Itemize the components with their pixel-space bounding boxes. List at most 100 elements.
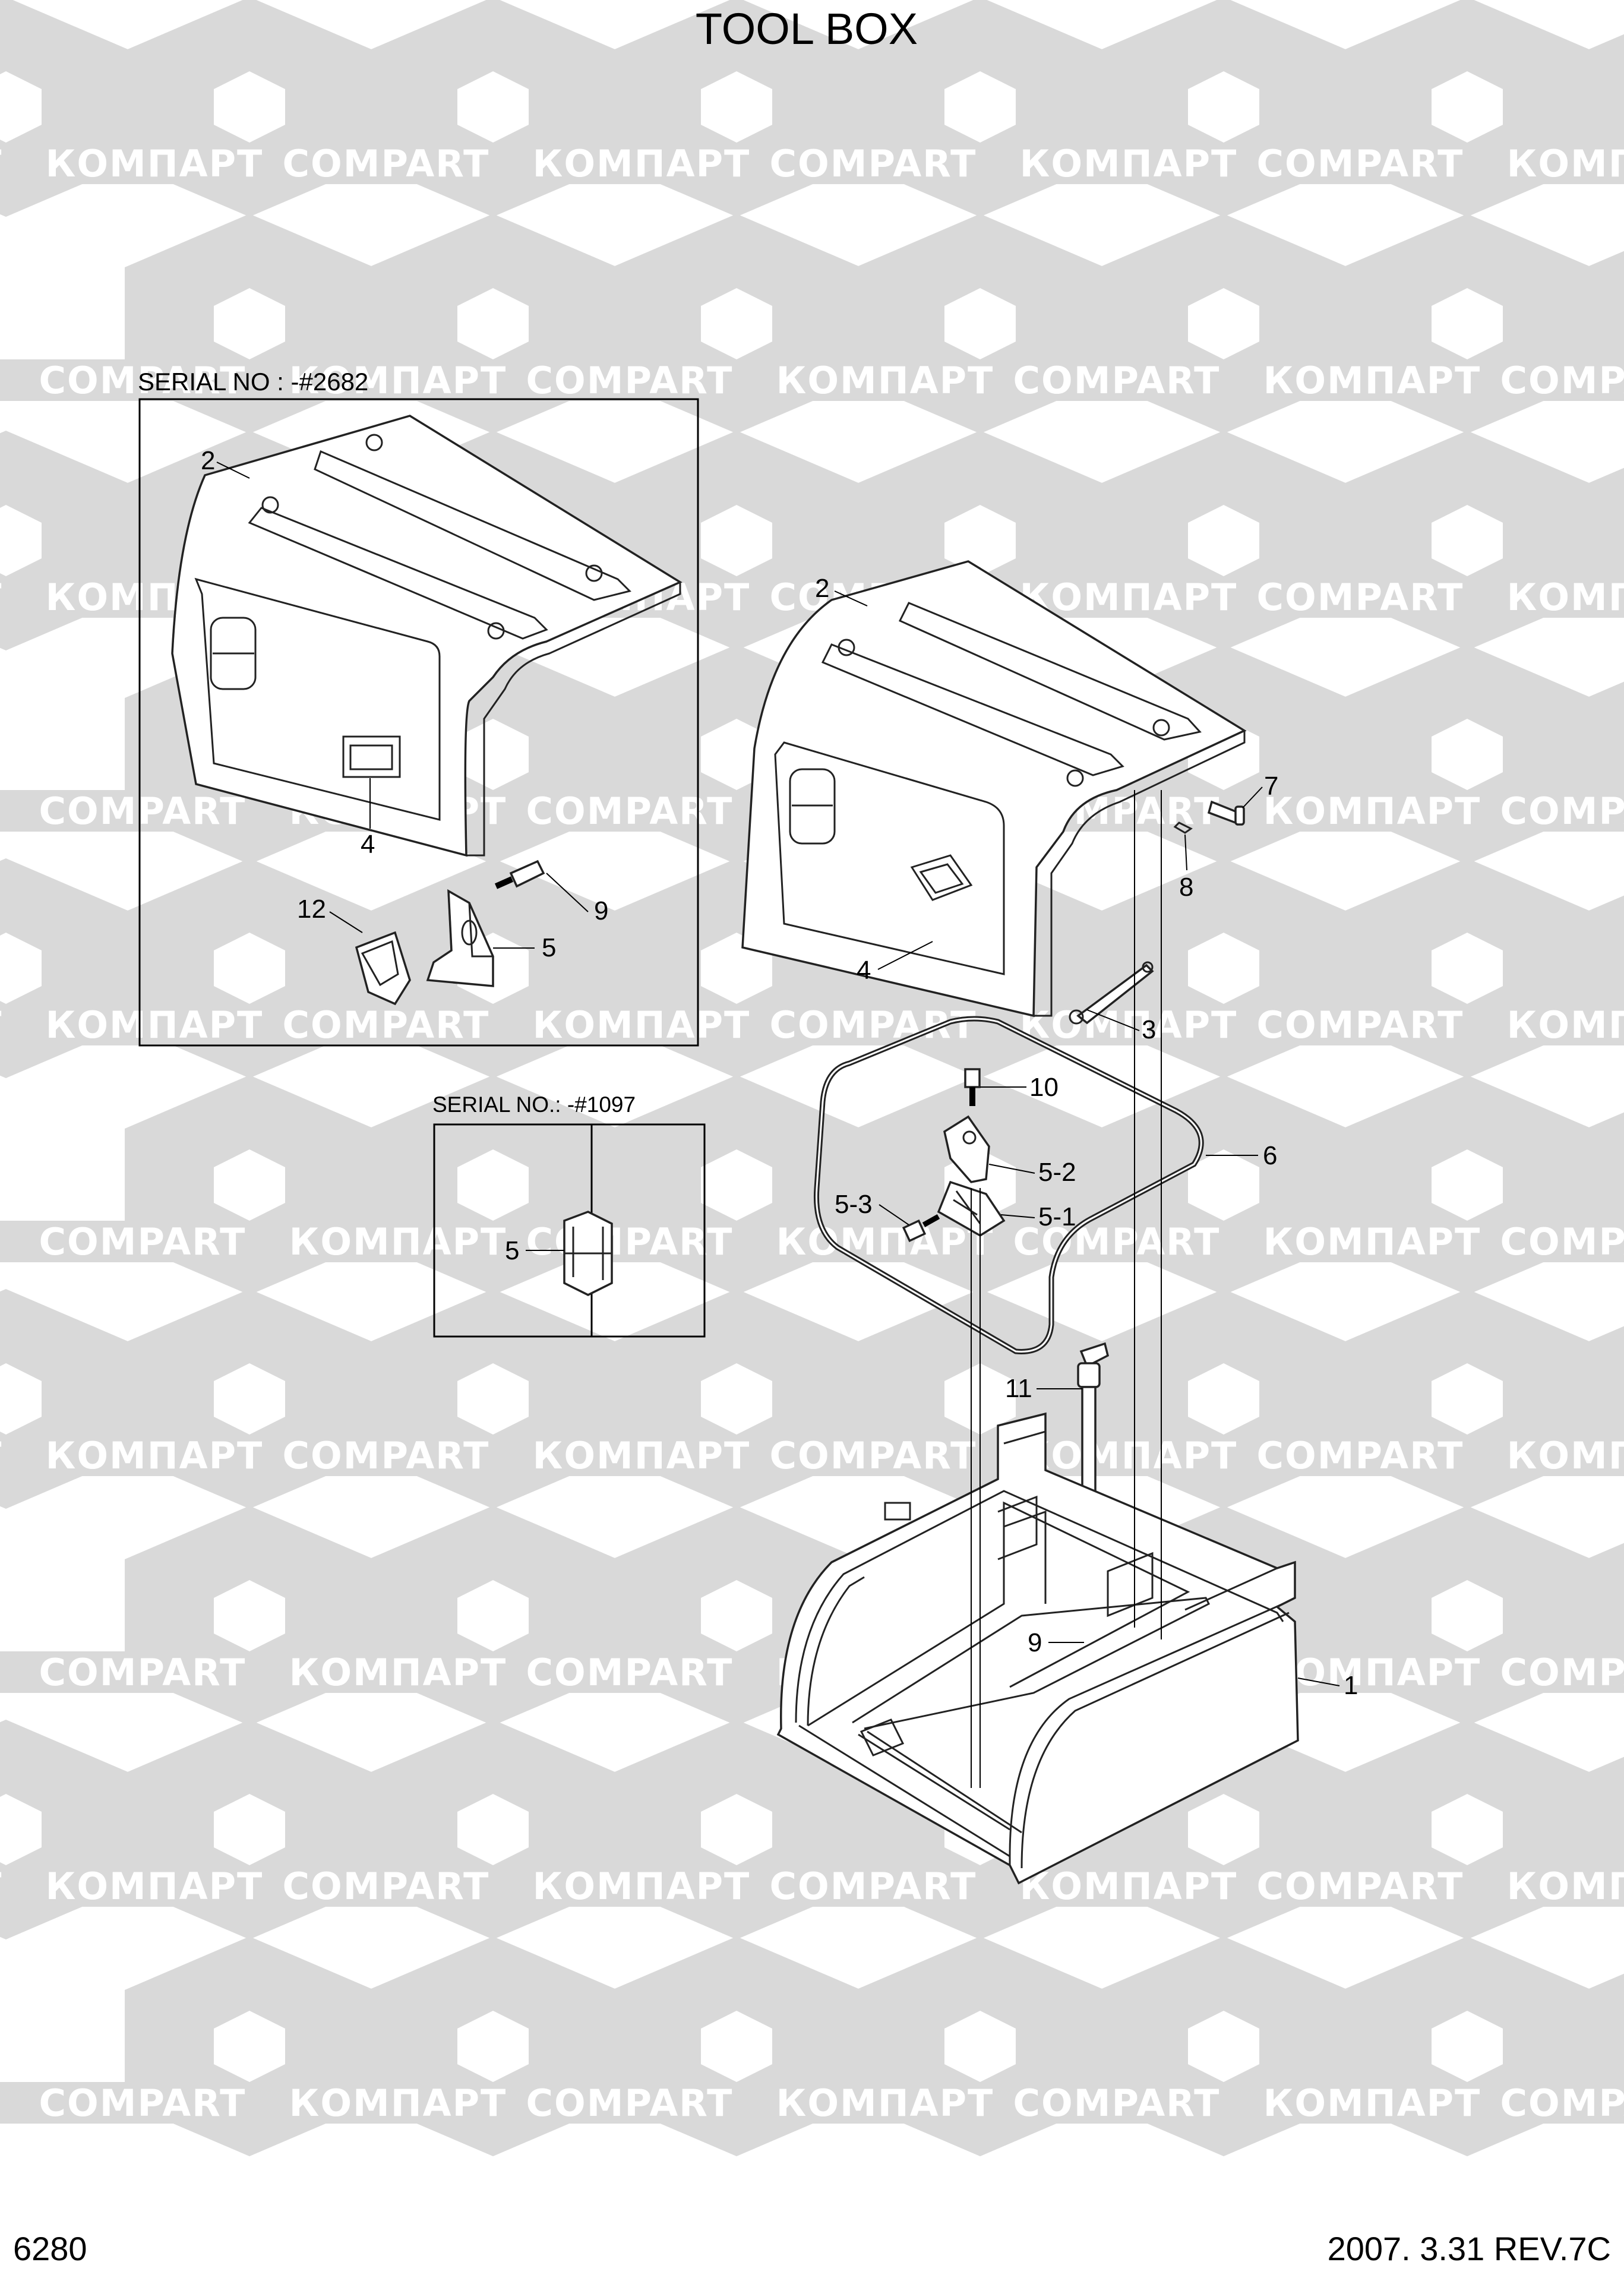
seal-6-part <box>813 1016 1204 1354</box>
callout-10: 10 <box>1029 1073 1059 1102</box>
svg-text:КОМПАРТ: КОМПАРТ <box>1507 576 1624 619</box>
svg-text:COMPART: COMPART <box>1257 1865 1464 1908</box>
svg-text:COMPART: COMPART <box>0 576 2 619</box>
svg-text:КОМПАРТ: КОМПАРТ <box>46 1434 264 1477</box>
callout-7: 7 <box>1264 772 1278 801</box>
svg-text:COMPART: COMPART <box>283 1434 490 1477</box>
bracket-12-part <box>355 931 411 1006</box>
svg-text:КОМПАРТ: КОМПАРТ <box>46 142 264 185</box>
svg-text:КОМПАРТ: КОМПАРТ <box>1263 789 1481 833</box>
callout-9: 9 <box>1028 1628 1042 1657</box>
svg-text:COMPART: COMPART <box>0 1865 2 1908</box>
svg-text:COMPART: COMPART <box>1500 2081 1624 2125</box>
svg-text:COMPART: COMPART <box>770 1434 977 1477</box>
callout-6: 6 <box>1263 1141 1277 1170</box>
callout-5: 5 <box>505 1236 519 1265</box>
callout-12: 12 <box>297 895 326 924</box>
callout-4: 4 <box>857 956 871 985</box>
svg-text:COMPART: COMPART <box>770 1865 977 1908</box>
inset-serial-2682: SERIAL NO : -#2682 <box>138 368 699 1047</box>
callout-5: 5 <box>542 933 556 962</box>
svg-text:КОМПАРТ: КОМПАРТ <box>1020 1003 1238 1047</box>
svg-text:COMPART: COMPART <box>283 142 490 185</box>
svg-text:COMPART: COMPART <box>1257 1434 1464 1477</box>
svg-text:КОМПАРТ: КОМПАРТ <box>1020 142 1238 185</box>
svg-text:COMPART: COMPART <box>283 1003 490 1047</box>
svg-text:КОМПАРТ: КОМПАРТ <box>289 359 507 402</box>
inset-serial-label: SERIAL NO.: -#1097 <box>432 1092 636 1117</box>
callout-5-1: 5-1 <box>1038 1202 1076 1231</box>
page-title: TOOL BOX <box>696 4 918 53</box>
tool-box-cover-part <box>171 415 683 857</box>
svg-text:COMPART: COMPART <box>39 1220 247 1263</box>
svg-text:КОМПАРТ: КОМПАРТ <box>1263 1651 1481 1694</box>
svg-text:КОМПАРТ: КОМПАРТ <box>1507 1865 1624 1908</box>
svg-text:COMPART: COMPART <box>1013 359 1221 402</box>
svg-text:КОМПАРТ: КОМПАРТ <box>1507 1003 1624 1047</box>
svg-text:COMPART: COMPART <box>1013 2081 1221 2125</box>
callout-1: 1 <box>1344 1671 1358 1700</box>
svg-text:COMPART: COMPART <box>1257 142 1464 185</box>
svg-text:COMPART: COMPART <box>526 2081 734 2125</box>
svg-text:КОМПАРТ: КОМПАРТ <box>776 2081 994 2125</box>
svg-text:COMPART: COMPART <box>1500 1651 1624 1694</box>
svg-text:COMPART: COMPART <box>1500 359 1624 402</box>
svg-text:COMPART: COMPART <box>1500 1220 1624 1263</box>
svg-text:КОМПАРТ: КОМПАРТ <box>533 1003 751 1047</box>
watermark-layer: COMPART КОМПАРТ COMPART КОМПАРТ COMPART КОМПА… <box>0 0 1624 2156</box>
svg-text:COMPART: COMPART <box>526 359 734 402</box>
callout-2: 2 <box>201 446 215 475</box>
svg-text:COMPART: COMPART <box>39 1651 247 1694</box>
bracket-5-part <box>426 889 494 987</box>
svg-text:КОМПАРТ: КОМПАРТ <box>1263 2081 1481 2125</box>
callout-8: 8 <box>1179 873 1193 902</box>
svg-text:КОМПАРТ: КОМПАРТ <box>1507 142 1624 185</box>
svg-text:COMPART: COMPART <box>1013 1220 1221 1263</box>
svg-text:КОМПАРТ: КОМПАРТ <box>1020 1865 1238 1908</box>
svg-text:COMPART: COMPART <box>39 2081 247 2125</box>
svg-text:COMPART: COMPART <box>526 1651 734 1694</box>
svg-text:COMPART: COMPART <box>39 359 247 402</box>
inset-serial-label: SERIAL NO : -#2682 <box>138 368 368 396</box>
svg-text:COMPART: COMPART <box>770 142 977 185</box>
callout-5-2: 5-2 <box>1038 1158 1076 1187</box>
inset-serial-1097: SERIAL NO.: -#1097 5 <box>432 1092 706 1338</box>
svg-text:КОМПАРТ: КОМПАРТ <box>46 1003 264 1047</box>
callout-11: 11 <box>1005 1374 1032 1403</box>
svg-text:КОМПАРТ: КОМПАРТ <box>776 359 994 402</box>
inset-frame <box>433 1123 706 1338</box>
svg-text:КОМПАРТ: КОМПАРТ <box>289 2081 507 2125</box>
pin-7-part <box>1207 800 1245 826</box>
svg-text:КОМПАРТ: КОМПАРТ <box>1020 576 1238 619</box>
callout-9: 9 <box>594 896 608 925</box>
inset-frame <box>138 398 699 1047</box>
revision-date: 2007. 3.31 REV.7C <box>1328 2230 1611 2267</box>
callout-5-3: 5-3 <box>835 1190 873 1219</box>
svg-text:КОМПАРТ: КОМПАРТ <box>533 142 751 185</box>
svg-text:КОМПАРТ: КОМПАРТ <box>289 1651 507 1694</box>
svg-text:КОМПАРТ: КОМПАРТ <box>1020 1434 1238 1477</box>
svg-text:КОМПАРТ: КОМПАРТ <box>1263 1220 1481 1263</box>
svg-text:COMPART: COMPART <box>526 1220 734 1263</box>
svg-text:COMPART: COMPART <box>1500 789 1624 833</box>
bracket-5-part <box>563 1211 613 1296</box>
svg-text:КОМПАРТ: КОМПАРТ <box>533 1865 751 1908</box>
callout-2: 2 <box>815 574 829 603</box>
svg-text:COMPART: COMPART <box>39 789 247 833</box>
svg-text:КОМПАРТ: КОМПАРТ <box>1263 359 1481 402</box>
main-assembly: 2 7 8 4 3 10 6 5-2 5-3 5-1 11 9 1 <box>741 560 1358 1885</box>
svg-text:COMPART: COMPART <box>0 1434 2 1477</box>
page-number: 6280 <box>13 2230 87 2267</box>
tool-box-cover-part <box>741 560 1247 1018</box>
svg-text:COMPART: COMPART <box>526 789 734 833</box>
callout-3: 3 <box>1142 1015 1156 1044</box>
bolt-9-part <box>494 860 545 889</box>
svg-text:COMPART: COMPART <box>283 1865 490 1908</box>
svg-text:COMPART: COMPART <box>0 1003 2 1047</box>
svg-text:КОМПАРТ: КОМПАРТ <box>289 1220 507 1263</box>
callout-4: 4 <box>361 830 375 859</box>
stay-3-part <box>1069 961 1154 1025</box>
bolt-10-part <box>964 1068 981 1106</box>
svg-text:КОМПАРТ: КОМПАРТ <box>776 1220 994 1263</box>
